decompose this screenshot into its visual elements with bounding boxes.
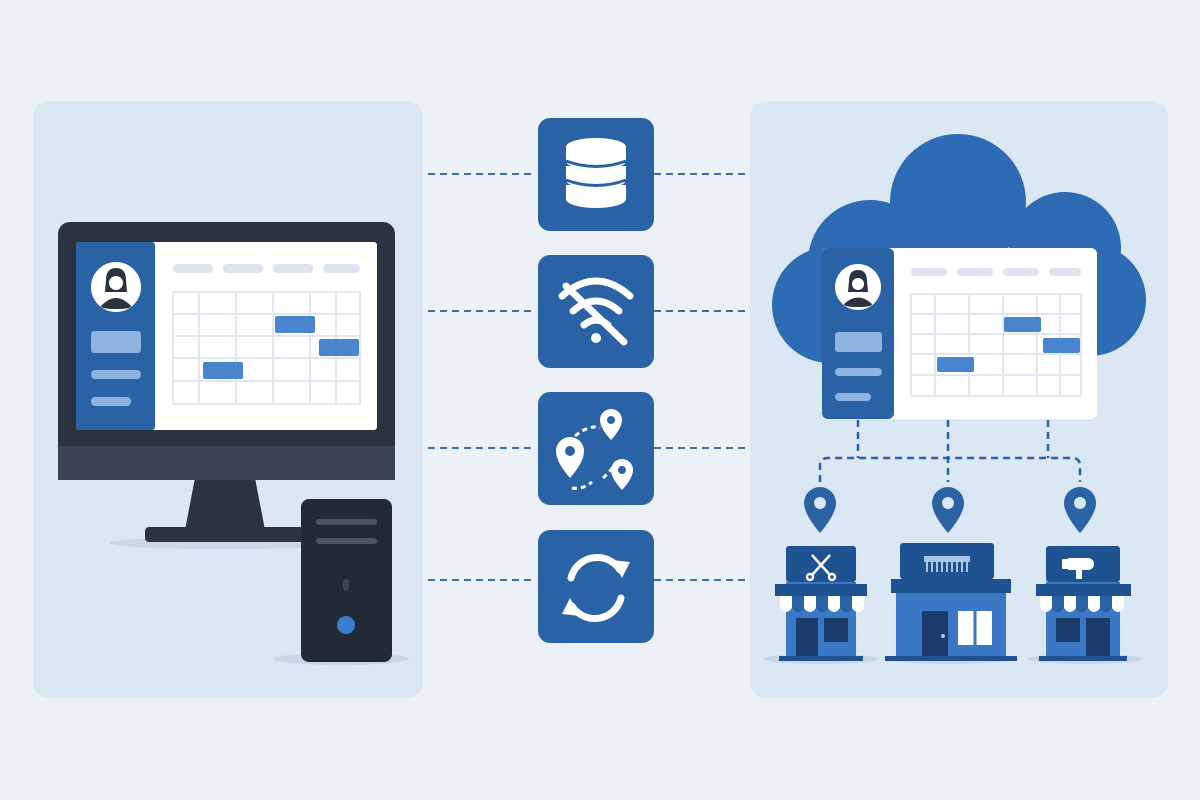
sync-icon [538,530,654,643]
sidebar-menu-item [835,368,882,376]
comb-icon [924,556,970,572]
calendar-event [937,357,974,372]
location-pins [804,487,1096,533]
location-pin-icon [1064,487,1096,533]
wifi-off-icon [538,255,654,368]
location-pin-icon [932,487,964,533]
sidebar-menu-active [91,331,141,353]
power-led [337,616,355,634]
monitor-stand [185,478,265,530]
monitor-base [145,527,305,542]
sidebar-menu-item [91,370,141,379]
cloud-app-window [822,248,1097,419]
awning [1040,596,1124,612]
sidebar-menu-active [835,332,882,352]
desktop-monitor [58,222,395,549]
hair-studio [1027,546,1143,664]
hair-dryer-icon [1062,558,1094,579]
pc-tower [273,499,409,665]
awning [780,596,864,612]
calendar-event [275,316,315,333]
calendar-event [319,339,359,356]
calendar-event [1004,317,1041,332]
branch-connectors [818,420,1082,482]
sidebar-menu-item [91,397,131,406]
database-icon [538,118,654,231]
drive-bay [316,519,377,525]
connector-lines [428,173,750,581]
scissors-comb-icon [805,554,837,582]
drive-bay [316,538,377,544]
location-pin-icon [804,487,836,533]
calendar-header [173,264,360,273]
user-avatar-icon [91,262,141,312]
user-avatar-icon [835,264,881,310]
calendar-event [1043,338,1080,353]
calendar-event [203,362,243,379]
sidebar-menu-item [835,393,871,401]
barber-shop [763,546,879,664]
calendar-header [911,268,1081,276]
salon [885,543,1017,664]
calendar-grid [172,291,361,405]
multi-location-icon [538,392,654,505]
